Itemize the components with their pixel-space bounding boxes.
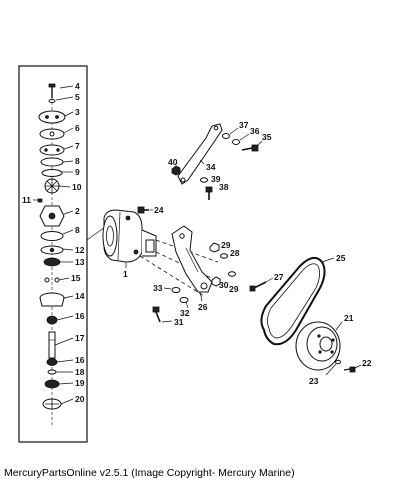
end-cap-20 [42,398,62,410]
callout-32: 32 [180,308,190,318]
washer-32 [179,297,189,303]
callout-34: 34 [206,162,216,172]
callout-30: 30 [219,280,229,290]
bearing-16-lower [46,358,58,366]
callout-18: 18 [75,367,85,377]
callout-29-upper: 29 [221,240,231,250]
callout-4: 4 [75,81,80,91]
seal-13 [43,257,61,267]
impeller-10 [44,178,60,194]
callout-7: 7 [75,141,80,151]
callout-2: 2 [75,206,80,216]
callout-23: 23 [309,376,319,386]
shaft-17 [48,331,56,359]
pulley-21 [295,321,341,371]
callout-5: 5 [75,92,80,102]
callout-22: 22 [362,358,372,368]
callout-1: 1 [123,269,128,279]
washer-28 [220,253,228,259]
gasket-8-upper [40,157,64,167]
callout-26: 26 [198,302,208,312]
callout-25: 25 [336,253,346,263]
washer-39 [200,177,208,183]
callout-19: 19 [75,378,85,388]
callout-16-upper: 16 [75,311,85,321]
callout-28: 28 [230,248,240,258]
callout-16-lower: 16 [75,355,85,365]
callout-21: 21 [344,313,354,323]
bolt-38 [205,186,213,200]
parts-diagram: 4 5 3 6 7 8 9 10 11 2 8 12 13 15 14 16 1… [18,65,372,443]
nut-29-upper [209,242,220,253]
plate-7 [39,144,65,156]
nut-40 [171,165,181,176]
callout-8-upper: 8 [75,156,80,166]
bracket-26 [171,225,213,293]
callout-36: 36 [250,126,260,136]
callout-40: 40 [168,157,178,167]
callout-38: 38 [219,182,229,192]
pump-assembly-1 [102,209,157,263]
gasket-6 [39,128,65,140]
plate-12 [40,245,64,255]
drive-belt-25 [260,256,326,346]
callout-12: 12 [75,245,85,255]
callout-20: 20 [75,394,85,404]
bolt-31 [152,306,161,323]
copyright-footer: MercuryPartsOnline v2.5.1 (Image Copyrig… [4,467,295,479]
callout-31: 31 [174,317,184,327]
adjusting-arm-34 [177,123,223,185]
callout-8-lower: 8 [75,225,80,235]
bearing-16-upper [46,315,58,325]
callout-3: 3 [75,107,80,117]
washer-37 [222,133,230,139]
ring-9 [41,169,63,177]
callout-15: 15 [71,273,81,283]
gasket-8-lower [40,231,64,241]
screw-4 [48,83,56,98]
bolt-24 [137,206,149,214]
callout-37: 37 [239,120,249,130]
pump-body-2 [39,205,65,227]
column-leader-lines [33,85,74,405]
exploded-view-box [18,65,88,443]
nut-30 [211,276,221,287]
cover-3 [38,110,66,124]
washer-23 [335,359,341,365]
bolt-35 [241,144,259,152]
callout-35: 35 [262,132,272,142]
washer-33 [171,287,181,293]
callout-27: 27 [274,272,284,282]
seal-19 [44,379,60,389]
callout-39: 39 [211,174,221,184]
housing-14 [39,292,65,307]
callout-17: 17 [75,333,85,343]
callout-13: 13 [75,257,85,267]
washer-5 [48,99,56,103]
bolt-27 [249,281,267,292]
washer-18 [47,369,57,375]
callout-10: 10 [72,182,82,192]
callout-33: 33 [153,283,163,293]
callout-9: 9 [75,167,80,177]
callout-24: 24 [154,205,164,215]
callout-29-lower: 29 [229,284,239,294]
washer-29-lower [228,271,236,277]
washer-36 [232,139,240,145]
key-11 [37,198,43,203]
bolt-22 [343,366,356,373]
callout-11: 11 [22,195,31,205]
callout-14: 14 [75,291,85,301]
callout-6: 6 [75,123,80,133]
